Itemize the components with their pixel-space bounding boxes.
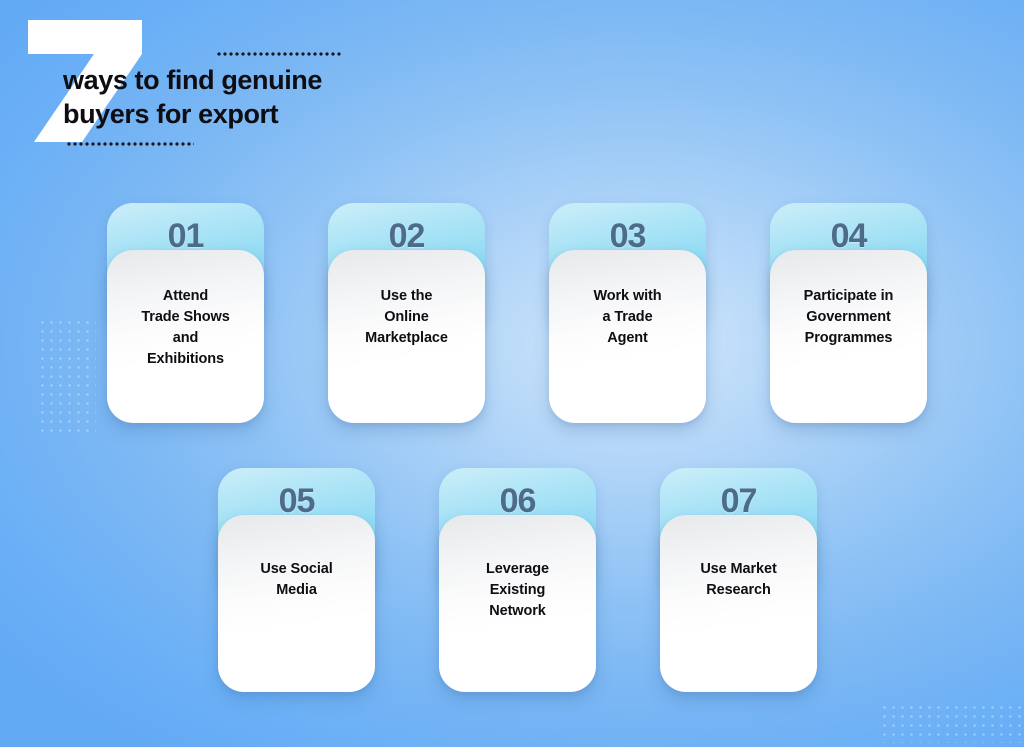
step-card-01[interactable]: 01 Attend Trade Shows and Exhibitions [107,203,264,423]
card-number: 07 [720,482,758,520]
dotted-rule-top [216,52,342,56]
card-label: Attend Trade Shows and Exhibitions [141,288,230,367]
step-card-02[interactable]: 02 Use the Online Marketplace [328,203,485,423]
card-front-panel: Attend Trade Shows and Exhibitions [107,250,264,423]
step-card-05[interactable]: 05 Use Social Media [218,468,375,692]
card-number: 05 [278,482,316,520]
card-number: 04 [830,217,868,255]
card-label: Use Social Media [260,561,333,598]
card-front-panel: Work with a Trade Agent [549,250,706,423]
step-card-04[interactable]: 04 Participate in Government Programmes [770,203,927,423]
card-number: 01 [167,217,205,255]
decorative-dot-grid-bottom-right [880,703,1024,743]
card-front-panel: Use Social Media [218,515,375,692]
step-card-03[interactable]: 03 Work with a Trade Agent [549,203,706,423]
card-label: Leverage Existing Network [486,561,549,619]
dotted-rule-bottom [66,142,194,146]
card-label: Use the Online Marketplace [365,288,448,346]
card-number: 06 [499,482,537,520]
step-card-07[interactable]: 07 Use Market Research [660,468,817,692]
card-number: 02 [388,217,426,255]
card-label: Work with a Trade Agent [593,288,662,346]
title-line-1: ways to find genuine [63,65,323,95]
big-number-seven-graphic [20,14,150,144]
card-label: Participate in Government Programmes [803,288,894,346]
card-number: 03 [609,217,647,255]
card-front-panel: Use the Online Marketplace [328,250,485,423]
header: ways to find genuine buyers for export [0,0,460,175]
card-label: Use Market Research [700,561,777,598]
card-front-panel: Leverage Existing Network [439,515,596,692]
card-front-panel: Participate in Government Programmes [770,250,927,423]
page-title: ways to find genuine buyers for export [63,63,363,131]
title-line-2: buyers for export [63,99,279,129]
decorative-dot-grid-left [38,318,96,436]
step-card-06[interactable]: 06 Leverage Existing Network [439,468,596,692]
card-front-panel: Use Market Research [660,515,817,692]
